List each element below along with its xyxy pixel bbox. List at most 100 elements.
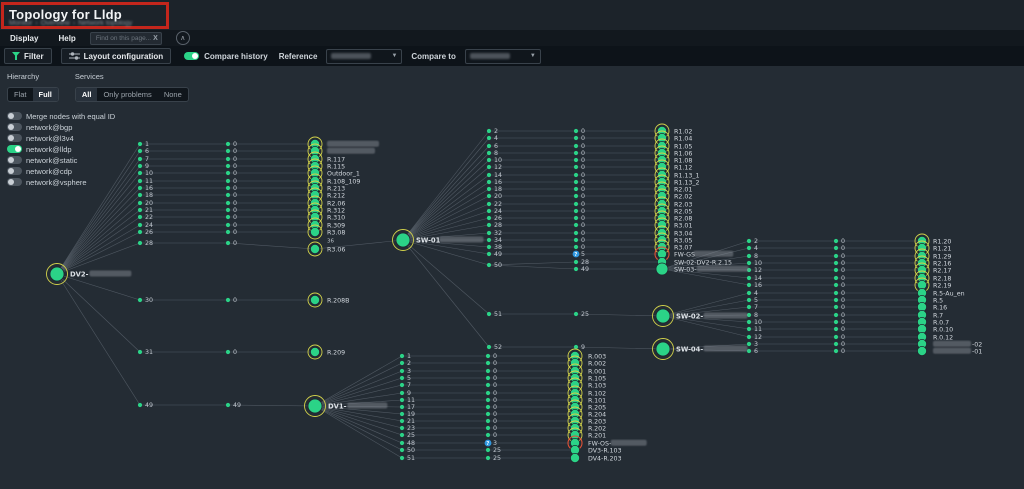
- port-number: 10: [754, 260, 762, 267]
- port-number: 21: [407, 418, 415, 425]
- reference-select[interactable]: ▼: [326, 48, 403, 64]
- device-label: SW-02-DV2-R.2.15: [674, 259, 732, 266]
- breadcrumb-segment[interactable]: Monitor: [9, 20, 33, 27]
- edge: [56, 273, 141, 406]
- device-node[interactable]: [309, 226, 320, 237]
- compare-to-value-blurred: [469, 53, 510, 59]
- edge: [314, 384, 403, 407]
- hierarchy-label: Hierarchy: [7, 72, 40, 81]
- port-dot: [137, 349, 143, 355]
- port-number: 25: [407, 432, 415, 439]
- status-ring: [304, 395, 326, 417]
- hierarchy-option-flat[interactable]: Flat: [14, 90, 27, 99]
- hub-device-node[interactable]: [307, 398, 323, 414]
- port-dot: [137, 214, 143, 220]
- device-label: R.312: [327, 207, 345, 214]
- menu-help[interactable]: Help: [58, 33, 76, 43]
- port-dot: [225, 349, 231, 355]
- toggle-label: network@lldp: [26, 144, 72, 154]
- collapse-menu-button[interactable]: ∧: [175, 31, 190, 45]
- port-dot: [486, 230, 492, 236]
- question-badge-icon[interactable]: [484, 439, 492, 447]
- device-node[interactable]: [309, 294, 320, 305]
- breadcrumb-segment[interactable]: Overview: [40, 20, 70, 27]
- device-node[interactable]: [570, 452, 581, 463]
- reference-value-blurred: [331, 53, 372, 59]
- device-label: R.102: [588, 390, 606, 397]
- hub-device-node[interactable]: [395, 232, 411, 248]
- compare-to-select[interactable]: ▼: [464, 48, 541, 64]
- hub-device-node[interactable]: [655, 341, 671, 357]
- breadcrumb-segment[interactable]: Network topology: [78, 20, 133, 27]
- port-dot: [225, 214, 231, 220]
- sidebar-toggle-row: network@static: [7, 156, 189, 165]
- port-number: 7: [754, 304, 758, 311]
- port-dot: [137, 207, 143, 213]
- toggle-switch[interactable]: [7, 167, 22, 176]
- hub-device-node[interactable]: [49, 266, 65, 282]
- remote-port-number: 0: [233, 229, 237, 236]
- device-label: SW-03-: [674, 266, 697, 273]
- port-dot: [573, 344, 579, 350]
- device-label: R1.05: [674, 143, 692, 150]
- port-dot: [486, 128, 492, 134]
- device-node[interactable]: [309, 346, 320, 357]
- port-dot: [833, 238, 839, 244]
- remote-port-number: 0: [493, 353, 497, 360]
- device-label: R2.18: [933, 275, 951, 282]
- hierarchy-option-full[interactable]: Full: [32, 88, 58, 101]
- menu-display[interactable]: Display: [10, 33, 39, 43]
- breadcrumb[interactable]: Monitor›Overview›Network topology: [9, 20, 133, 27]
- device-node[interactable]: [917, 345, 928, 356]
- port-dot: [225, 148, 231, 154]
- toggle-switch[interactable]: [7, 134, 22, 143]
- find-on-page-search[interactable]: X: [89, 31, 162, 45]
- services-option-only-problems[interactable]: Only problems: [103, 90, 152, 99]
- remote-port-number: 25: [581, 311, 589, 318]
- port-number: 51: [407, 455, 415, 462]
- edge: [402, 137, 490, 241]
- services-option-all[interactable]: All: [75, 88, 98, 101]
- compare-history-toggle[interactable]: [184, 52, 200, 60]
- edge: [402, 145, 490, 241]
- toggle-switch[interactable]: [7, 112, 22, 121]
- filter-button[interactable]: Filter: [4, 48, 52, 64]
- port-number: 26: [494, 215, 502, 222]
- toggle-switch[interactable]: [7, 178, 22, 187]
- toggle-switch[interactable]: [7, 123, 22, 132]
- layout-configuration-button[interactable]: Layout configuration: [60, 48, 172, 64]
- port-dot: [485, 447, 491, 453]
- port-dot: [746, 238, 752, 244]
- toggle-label: network@cdp: [26, 166, 72, 176]
- port-dot: [833, 245, 839, 251]
- port-number: 1: [145, 141, 149, 148]
- edge: [56, 194, 141, 275]
- port-dot: [137, 163, 143, 169]
- toggle-switch[interactable]: [7, 145, 22, 154]
- remote-port-number: 0: [493, 404, 497, 411]
- port-number: 48: [407, 440, 415, 447]
- edge: [661, 268, 750, 286]
- hub-label: SW-01: [416, 237, 441, 245]
- port-dot: [573, 311, 579, 317]
- port-dot: [485, 382, 491, 388]
- blurred-text: [703, 345, 748, 352]
- hub-device-node[interactable]: [655, 308, 671, 324]
- remote-port-number: 0: [841, 312, 845, 319]
- port-number: 4: [754, 245, 758, 252]
- search-input[interactable]: [93, 33, 154, 43]
- port-dot: [573, 193, 579, 199]
- search-clear-button[interactable]: X: [153, 34, 158, 42]
- services-option-none[interactable]: None: [163, 90, 182, 99]
- question-badge-icon[interactable]: [572, 250, 580, 258]
- edge: [488, 261, 577, 266]
- port-dot: [399, 447, 405, 453]
- device-node[interactable]: [655, 262, 669, 276]
- remote-port-number: 0: [841, 275, 845, 282]
- remote-port-number: 28: [581, 259, 589, 266]
- toggle-switch[interactable]: [7, 156, 22, 165]
- device-node[interactable]: [309, 243, 320, 254]
- port-dot: [225, 200, 231, 206]
- blurred-text: [610, 439, 647, 446]
